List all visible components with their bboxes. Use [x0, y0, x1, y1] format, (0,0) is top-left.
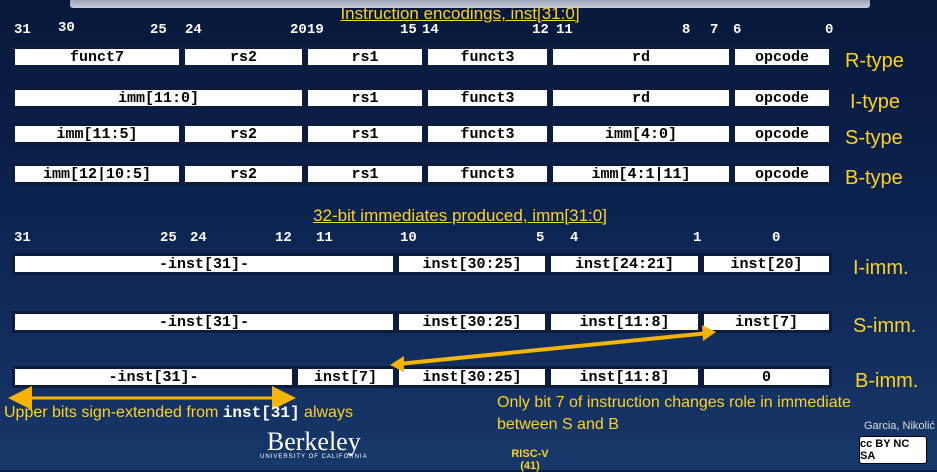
- encodings-title: Instruction encodings, inst[31:0]: [340, 4, 580, 23]
- bit-label: 14: [422, 22, 439, 38]
- berkeley-logo: Berkeley UNIVERSITY OF CALIFORNIA: [260, 427, 368, 461]
- field-cell: opcode: [732, 123, 832, 145]
- slide-number: RISC-V (41): [511, 448, 549, 472]
- field-cell: imm[11:0]: [12, 87, 305, 109]
- field-cell: opcode: [732, 163, 832, 185]
- bit-label: 7: [710, 22, 719, 38]
- type-label: B-type: [845, 167, 903, 189]
- logo-wordmark: Berkeley: [266, 427, 361, 456]
- bit7-arrow-head-right: [702, 325, 716, 341]
- i-type-row: imm[11:0] rs1 funct3 rd opcode: [12, 87, 832, 109]
- b-imm-row: -inst[31]- inst[7] inst[30:25] inst[11:8…: [12, 366, 832, 388]
- bit-label: 6: [733, 22, 742, 38]
- field-cell: funct3: [425, 87, 550, 109]
- sign-note-code: inst[31]: [222, 404, 300, 422]
- sign-note-suffix: always: [299, 404, 353, 421]
- field-cell: funct3: [425, 163, 550, 185]
- bit7-arrow-head-left: [390, 356, 404, 372]
- bit-label: 0: [825, 22, 834, 38]
- field-cell: rs2: [182, 46, 305, 68]
- field-cell: inst[20]: [701, 253, 832, 275]
- bit-label: 10: [400, 230, 417, 246]
- field-cell: imm[11:5]: [12, 123, 182, 145]
- field-cell: rs2: [182, 163, 305, 185]
- bit7-note: Only bit 7 of instruction changes role i…: [497, 394, 851, 433]
- bit-label: 1: [693, 230, 702, 246]
- field-cell: inst[11:8]: [548, 311, 701, 333]
- immediates-title: 32-bit immediates produced, imm[31:0]: [313, 206, 607, 225]
- field-cell: rs1: [305, 163, 425, 185]
- cc-license-badge: cc BY NC SA: [859, 436, 927, 464]
- field-cell: rd: [550, 87, 732, 109]
- type-label: I-type: [850, 91, 901, 113]
- r-type-row: funct7 rs2 rs1 funct3 rd opcode: [12, 46, 832, 68]
- bit-label: 12: [275, 230, 292, 246]
- logo-subtitle: UNIVERSITY OF CALIFORNIA: [260, 454, 368, 460]
- sign-note-prefix: Upper bits sign-extended from: [4, 404, 223, 421]
- title-bar: [70, 0, 870, 8]
- bit-label: 30: [58, 20, 75, 36]
- field-cell: funct7: [12, 46, 182, 68]
- s-type-row: imm[11:5] rs2 rs1 funct3 imm[4:0] opcode: [12, 123, 832, 145]
- field-cell: rs1: [305, 87, 425, 109]
- field-cell: rs1: [305, 123, 425, 145]
- field-cell: rd: [550, 46, 732, 68]
- bit-label: 11: [316, 230, 333, 246]
- field-cell: rs2: [182, 123, 305, 145]
- bit-label: 0: [772, 230, 781, 246]
- bit-label: 4: [570, 230, 579, 246]
- bit-label: 31: [14, 22, 31, 38]
- type-label: S-type: [845, 127, 903, 149]
- authors: Garcia, Nikolić: [864, 420, 935, 432]
- field-cell: funct3: [425, 46, 550, 68]
- b-type-row: imm[12|10:5] rs2 rs1 funct3 imm[4:1|11] …: [12, 163, 832, 185]
- field-cell: -inst[31]-: [12, 253, 396, 275]
- field-cell: inst[30:25]: [396, 366, 548, 388]
- field-cell: imm[12|10:5]: [12, 163, 182, 185]
- field-cell: imm[4:0]: [550, 123, 732, 145]
- bit-label: 8: [682, 22, 691, 38]
- sign-extend-note: Upper bits sign-extended from inst[31] a…: [4, 402, 353, 424]
- bit-label: 20: [290, 22, 307, 38]
- field-cell: -inst[31]-: [12, 311, 396, 333]
- i-imm-row: -inst[31]- inst[30:25] inst[24:21] inst[…: [12, 253, 832, 275]
- bit7-arrow-line: [397, 331, 710, 366]
- field-cell: rs1: [305, 46, 425, 68]
- bit-label: 11: [556, 22, 573, 38]
- type-label: B-imm.: [855, 370, 919, 392]
- field-cell: imm[4:1|11]: [550, 163, 732, 185]
- bit-label: 24: [190, 230, 207, 246]
- field-cell: 0: [701, 366, 832, 388]
- bit-label: 12: [532, 22, 549, 38]
- bit-label: 19: [307, 22, 324, 38]
- type-label: S-imm.: [853, 315, 917, 337]
- field-cell: inst[30:25]: [396, 311, 548, 333]
- field-cell: inst[30:25]: [396, 253, 548, 275]
- bit-label: 15: [400, 22, 417, 38]
- field-cell: opcode: [732, 87, 832, 109]
- bit-label: 25: [160, 230, 177, 246]
- field-cell: opcode: [732, 46, 832, 68]
- field-cell: inst[24:21]: [548, 253, 701, 275]
- field-cell: inst[11:8]: [548, 366, 701, 388]
- bit-label: 25: [150, 22, 167, 38]
- field-cell: funct3: [425, 123, 550, 145]
- s-imm-row: -inst[31]- inst[30:25] inst[11:8] inst[7…: [12, 311, 832, 333]
- field-cell: inst[7]: [295, 366, 396, 388]
- bit-label: 31: [14, 230, 31, 246]
- type-label: I-imm.: [853, 257, 909, 279]
- type-label: R-type: [845, 50, 904, 72]
- bit-label: 5: [536, 230, 545, 246]
- field-cell: inst[7]: [701, 311, 832, 333]
- bit-label: 24: [185, 22, 202, 38]
